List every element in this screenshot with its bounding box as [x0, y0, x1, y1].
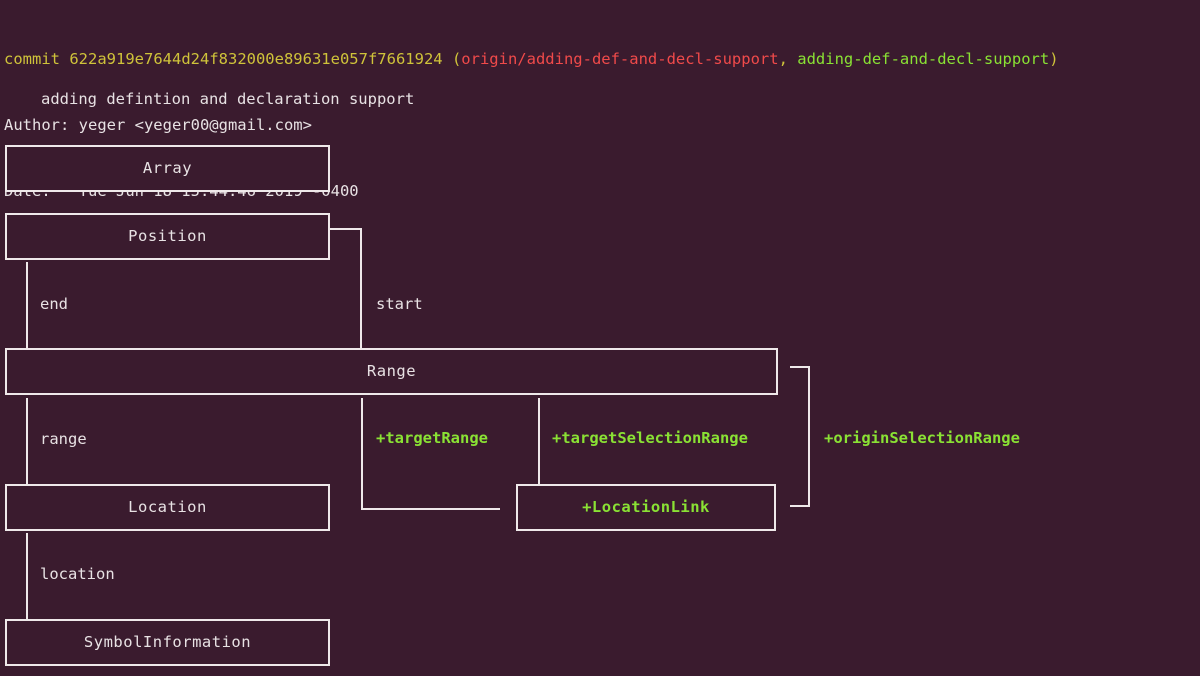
node-label-position: Position [128, 226, 207, 245]
commit-hash: 622a919e7644d24f832000e89631e057f7661924 [69, 50, 443, 68]
commit-message: adding defintion and declaration support [41, 90, 415, 108]
edge-connector-target-selection-range [538, 398, 540, 484]
git-log-header: commit 622a919e7644d24f832000e89631e057f… [4, 4, 1059, 246]
node-label-range: Range [366, 361, 417, 380]
ref-separator: , [778, 50, 798, 68]
edge-connector-origin-selection-range [790, 366, 810, 507]
node-symbol-information[interactable]: SymbolInformation [5, 619, 330, 666]
author-value: yeger <yeger00@gmail.com> [78, 116, 312, 134]
edge-connector-end [26, 262, 28, 348]
commit-line: commit 622a919e7644d24f832000e89631e057f… [4, 48, 1059, 70]
node-array[interactable]: Array [5, 145, 330, 192]
ref-remote: origin/adding-def-and-decl-support [461, 50, 779, 68]
edge-connector-range [26, 398, 28, 484]
commit-keyword: commit [4, 50, 60, 68]
node-range[interactable]: Range [5, 348, 778, 395]
edge-connector-target-range [361, 398, 500, 510]
edge-label-start: start [376, 295, 423, 313]
author-label: Author: [4, 116, 79, 134]
author-line: Author: yeger <yeger00@gmail.com> [4, 114, 1059, 136]
node-label-location: Location [128, 497, 207, 516]
edge-label-origin-selection-range: +originSelectionRange [824, 429, 1020, 447]
edge-label-range: range [40, 430, 87, 448]
node-location[interactable]: Location [5, 484, 330, 531]
node-label-array: Array [142, 158, 193, 177]
node-label-symbol-information: SymbolInformation [83, 632, 252, 651]
edge-connector-start [330, 228, 362, 350]
node-label-location-link: +LocationLink [582, 497, 710, 516]
refs-close: ) [1049, 50, 1059, 68]
edge-label-location: location [40, 565, 115, 583]
edge-label-target-selection-range: +targetSelectionRange [552, 429, 748, 447]
node-position[interactable]: Position [5, 213, 330, 260]
node-location-link[interactable]: +LocationLink [516, 484, 776, 531]
edge-label-target-range: +targetRange [376, 429, 488, 447]
refs-open: ( [442, 50, 462, 68]
edge-connector-location [26, 533, 28, 619]
edge-label-end: end [40, 295, 68, 313]
ref-local: adding-def-and-decl-support [797, 50, 1050, 68]
